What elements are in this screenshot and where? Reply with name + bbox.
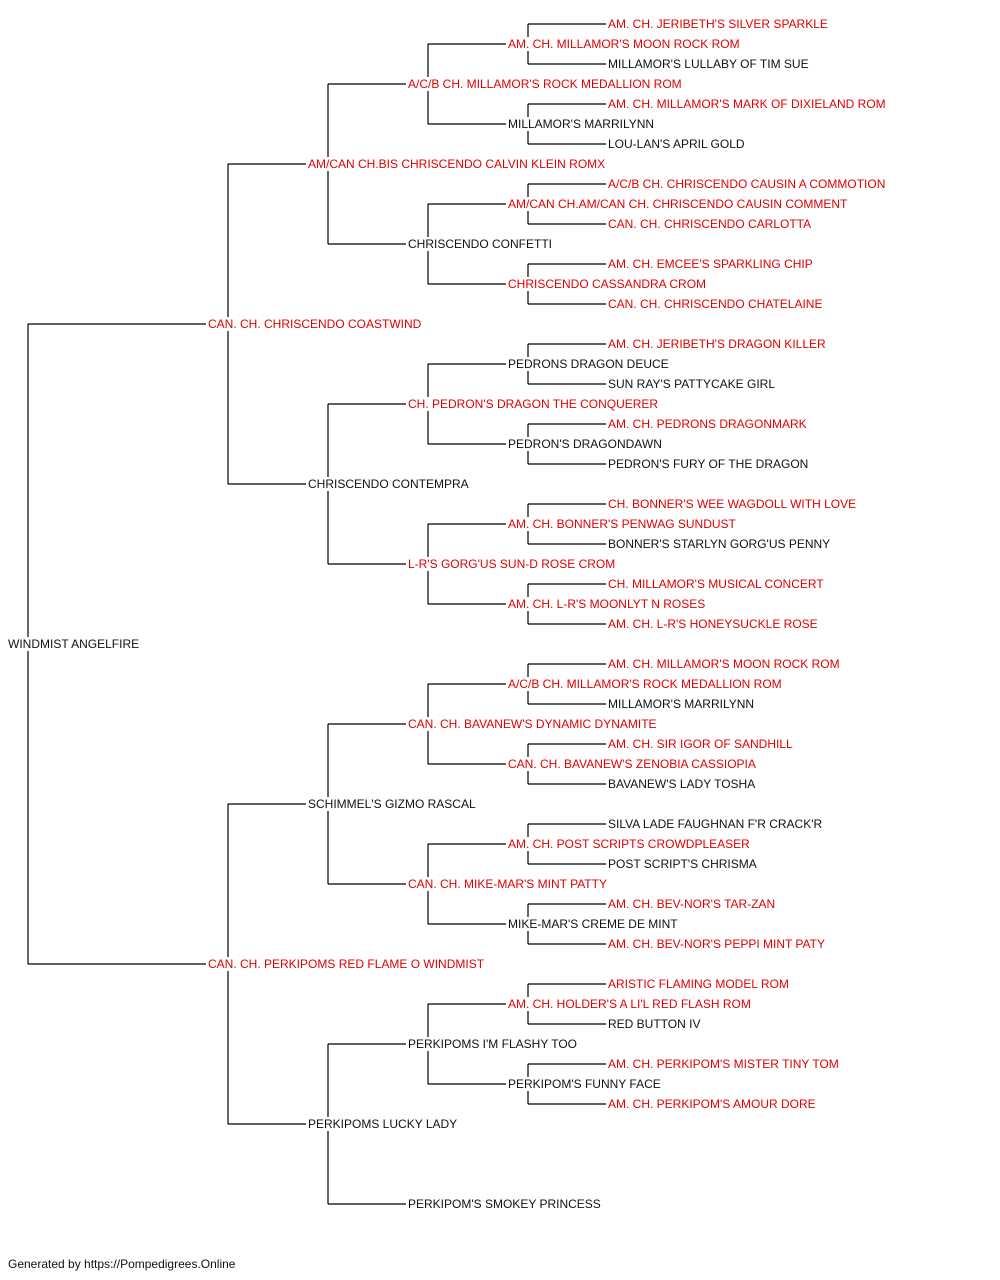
ancestor-name: MILLAMOR'S MARRILYNN — [508, 117, 657, 131]
ancestor-name: A/C/B CH. MILLAMOR'S ROCK MEDALLION ROM — [508, 677, 784, 691]
ancestor-name: CAN. CH. CHRISCENDO CHATELAINE — [608, 297, 825, 311]
ancestor-name: MIKE-MAR'S CREME DE MINT — [508, 917, 680, 931]
ancestor-name: SCHIMMEL'S GIZMO RASCAL — [308, 797, 478, 811]
ancestor-name: AM. CH. HOLDER'S A LI'L RED FLASH ROM — [508, 997, 753, 1011]
ancestor-name: CAN. CH. CHRISCENDO CARLOTTA — [608, 217, 814, 231]
ancestor-name: PERKIPOMS LUCKY LADY — [308, 1117, 460, 1131]
ancestor-name: MILLAMOR'S MARRILYNN — [608, 697, 757, 711]
ancestor-name: AM. CH. BEV-NOR'S PEPPI MINT PATY — [608, 937, 827, 951]
ancestor-name: PEDRONS DRAGON DEUCE — [508, 357, 671, 371]
ancestor-name: CHRISCENDO CASSANDRA CROM — [508, 277, 709, 291]
ancestor-name: AM. CH. POST SCRIPTS CROWDPLEASER — [508, 837, 752, 851]
ancestor-name: CAN. CH. BAVANEW'S ZENOBIA CASSIOPIA — [508, 757, 758, 771]
ancestor-name: CH. BONNER'S WEE WAGDOLL WITH LOVE — [608, 497, 859, 511]
ancestor-name: AM. CH. MILLAMOR'S MOON ROCK ROM — [508, 37, 742, 51]
ancestor-name: AM. CH. EMCEE'S SPARKLING CHIP — [608, 257, 815, 271]
ancestor-name: AM/CAN CH.AM/CAN CH. CHRISCENDO CAUSIN C… — [508, 197, 850, 211]
ancestor-name: AM. CH. MILLAMOR'S MOON ROCK ROM — [608, 657, 842, 671]
ancestor-name: AM. CH. L-R'S HONEYSUCKLE ROSE — [608, 617, 820, 631]
ancestor-name: AM. CH. JERIBETH'S SILVER SPARKLE — [608, 17, 830, 31]
ancestor-name: PERKIPOM'S SMOKEY PRINCESS — [408, 1197, 603, 1211]
ancestor-name: PEDRON'S FURY OF THE DRAGON — [608, 457, 811, 471]
ancestor-name: MILLAMOR'S LULLABY OF TIM SUE — [608, 57, 811, 71]
ancestor-name: CHRISCENDO CONTEMPRA — [308, 477, 471, 491]
ancestor-name: PERKIPOM'S FUNNY FACE — [508, 1077, 663, 1091]
ancestor-name: POST SCRIPT'S CHRISMA — [608, 857, 759, 871]
ancestor-name: CAN. CH. CHRISCENDO COASTWIND — [208, 317, 424, 331]
ancestor-name: CAN. CH. PERKIPOMS RED FLAME O WINDMIST — [208, 957, 487, 971]
ancestor-name: CAN. CH. MIKE-MAR'S MINT PATTY — [408, 877, 609, 891]
ancestor-name: AM. CH. BEV-NOR'S TAR-ZAN — [608, 897, 778, 911]
ancestor-name: A/C/B CH. MILLAMOR'S ROCK MEDALLION ROM — [408, 77, 684, 91]
ancestor-name: ARISTIC FLAMING MODEL ROM — [608, 977, 791, 991]
ancestor-name: AM. CH. JERIBETH'S DRAGON KILLER — [608, 337, 828, 351]
ancestor-name: CHRISCENDO CONFETTI — [408, 237, 554, 251]
ancestor-name: BAVANEW'S LADY TOSHA — [608, 777, 758, 791]
ancestor-name: AM. CH. PERKIPOM'S MISTER TINY TOM — [608, 1057, 841, 1071]
ancestor-name: SUN RAY'S PATTYCAKE GIRL — [608, 377, 777, 391]
ancestor-name: AM. CH. SIR IGOR OF SANDHILL — [608, 737, 795, 751]
ancestor-name: CH. MILLAMOR'S MUSICAL CONCERT — [608, 577, 826, 591]
ancestor-name: L-R'S GORG'US SUN-D ROSE CROM — [408, 557, 618, 571]
ancestor-name: AM. CH. PEDRONS DRAGONMARK — [608, 417, 809, 431]
ancestor-name: CH. PEDRON'S DRAGON THE CONQUERER — [408, 397, 661, 411]
ancestor-name: RED BUTTON IV — [608, 1017, 703, 1031]
ancestor-name: AM. CH. L-R'S MOONLYT N ROSES — [508, 597, 708, 611]
ancestor-name: LOU-LAN'S APRIL GOLD — [608, 137, 747, 151]
ancestor-name: AM. CH. BONNER'S PENWAG SUNDUST — [508, 517, 738, 531]
footer-credit: Generated by https://Pompedigrees.Online — [8, 1257, 236, 1271]
ancestor-name: AM. CH. PERKIPOM'S AMOUR DORE — [608, 1097, 818, 1111]
ancestor-name: AM. CH. MILLAMOR'S MARK OF DIXIELAND ROM — [608, 97, 888, 111]
ancestor-name: SILVA LADE FAUGHNAN F'R CRACK'R — [608, 817, 825, 831]
ancestor-name: PERKIPOMS I'M FLASHY TOO — [408, 1037, 580, 1051]
ancestor-name: CAN. CH. BAVANEW'S DYNAMIC DYNAMITE — [408, 717, 659, 731]
subject-dog-name: WINDMIST ANGELFIRE — [8, 637, 142, 651]
ancestor-name: AM/CAN CH.BIS CHRISCENDO CALVIN KLEIN RO… — [308, 157, 608, 171]
ancestor-name: PEDRON'S DRAGONDAWN — [508, 437, 664, 451]
ancestor-name: BONNER'S STARLYN GORG'US PENNY — [608, 537, 833, 551]
ancestor-name: A/C/B CH. CHRISCENDO CAUSIN A COMMOTION — [608, 177, 888, 191]
